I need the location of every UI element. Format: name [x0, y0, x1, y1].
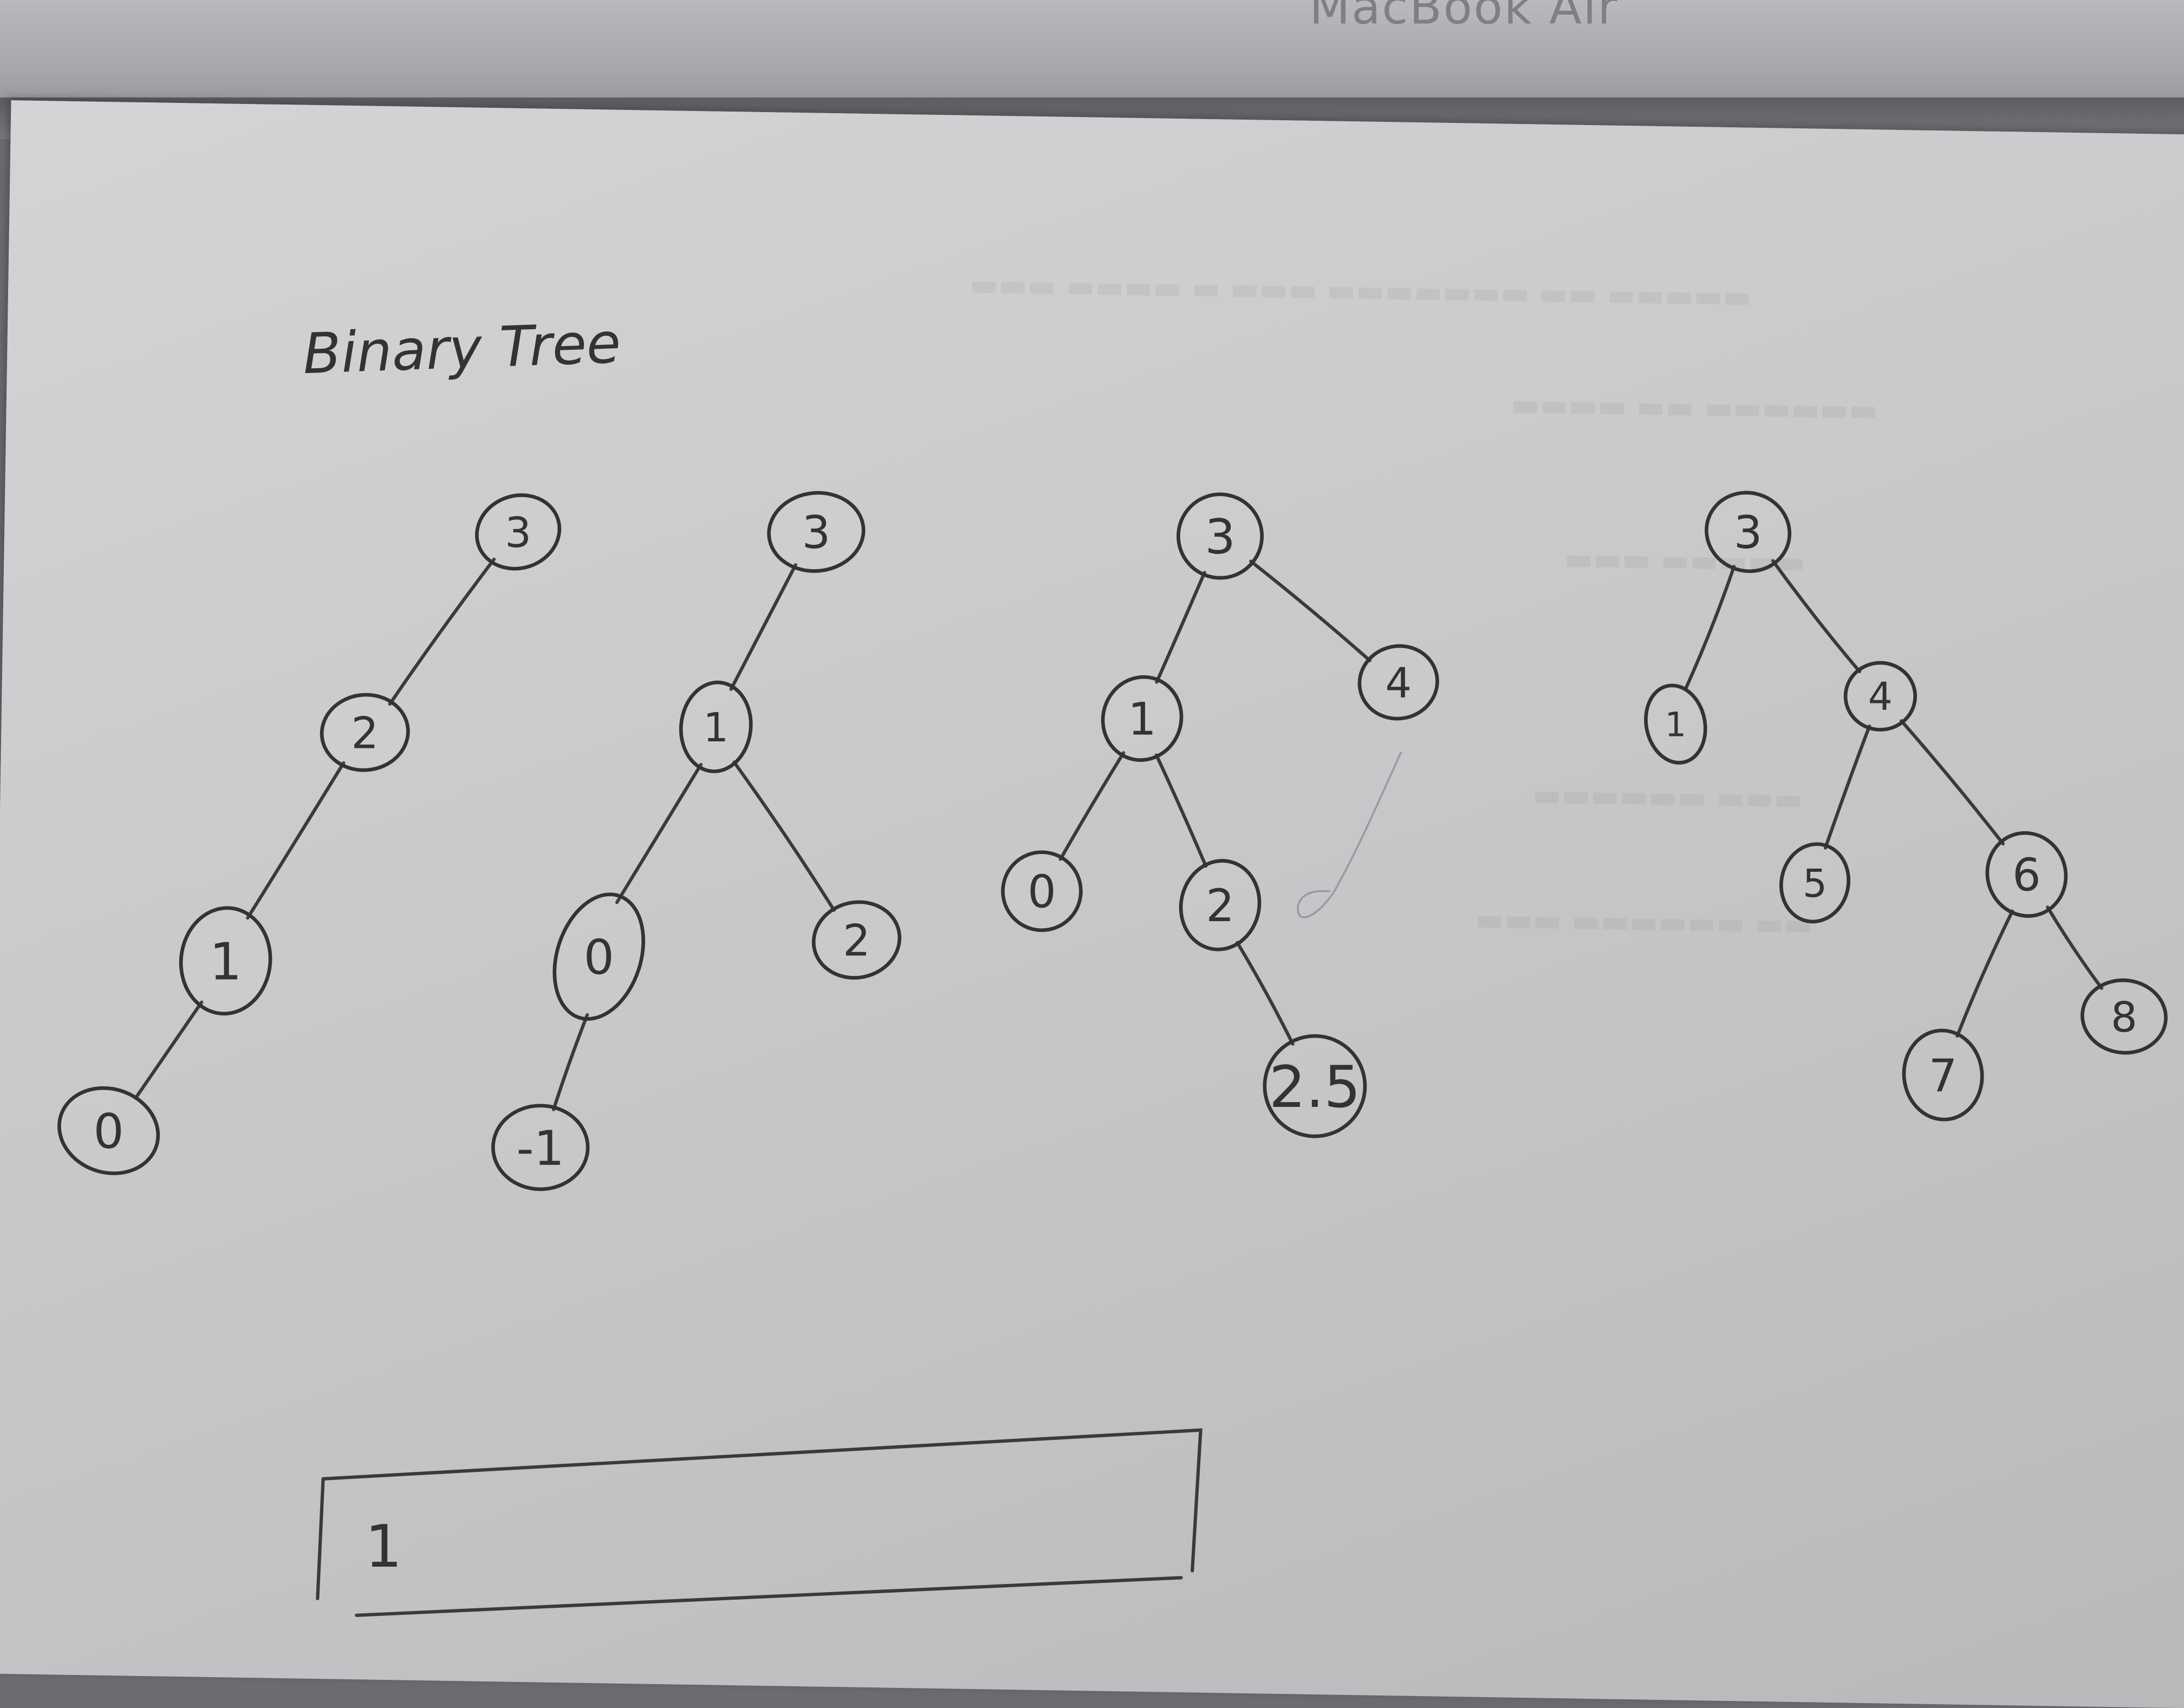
answer-box-bottom	[355, 1576, 1183, 1617]
tree-node-t3-4: 4	[1357, 644, 1439, 721]
node-circle-t4-8	[2081, 978, 2168, 1055]
edge-t1-2-to-t1-1	[246, 761, 346, 920]
node-label-t2-3: 3	[802, 506, 831, 559]
tree-node-t3-2: 2	[1179, 859, 1262, 951]
tree-node-t2-3: 3	[767, 491, 866, 573]
node-label-t4-3: 3	[1734, 506, 1763, 559]
edge-t4-4-to-t4-5	[1823, 724, 1871, 850]
node-circle-t4-5	[1779, 842, 1851, 924]
tree-node-t3-0: 0	[1001, 850, 1083, 933]
node-label-t1-2: 2	[351, 708, 379, 758]
node-label-t4-1: 1	[1665, 705, 1687, 744]
edge-t4-3-to-t4-1	[1683, 565, 1736, 692]
node-circle-t4-3	[1705, 491, 1792, 573]
node-circle-t1-1	[179, 906, 272, 1016]
node-circle-t2-2	[811, 900, 902, 980]
node-circle-t3-25	[1263, 1034, 1367, 1138]
node-circle-t4-4	[1843, 661, 1917, 732]
node-circle-t4-6	[1985, 831, 2068, 918]
node-label-t1-0: 0	[93, 1104, 123, 1159]
node-label-t4-5: 5	[1803, 861, 1827, 906]
tree-node-t1-1: 1	[179, 906, 272, 1016]
node-circle-t3-3	[1176, 492, 1264, 580]
laptop-label: MacBook Air	[1309, 0, 1618, 36]
tree-node-t2-1: 1	[679, 680, 753, 773]
edge-t3-3-to-t3-1	[1155, 571, 1206, 684]
answer-box-top	[321, 1428, 1202, 1573]
edge-t3-3-to-t3-4	[1249, 559, 1372, 662]
edge-t4-4-to-t4-6	[1900, 719, 2005, 846]
nodes-layer: 3 2 1 0 3 1 0 2 -1 3 1 4 0 2 2.5 3 1 4 5 6 7 8	[57, 491, 2168, 1191]
node-circle-t3-2	[1179, 859, 1262, 951]
answer-box-text: 1	[365, 1513, 402, 1581]
node-label-t4-7: 7	[1929, 1049, 1958, 1102]
tree-node-t1-2: 2	[320, 693, 410, 772]
tree-node-t3-25: 2.5	[1263, 1034, 1367, 1138]
node-label-t1-1: 1	[209, 932, 242, 992]
node-circle-t4-1	[1644, 683, 1707, 765]
tree-node-t4-8: 8	[2081, 978, 2168, 1055]
edge-t3-1-to-t3-2	[1154, 753, 1208, 868]
node-label-t3-25: 2.5	[1269, 1054, 1361, 1121]
tree-node-t4-4: 4	[1843, 661, 1917, 732]
edge-t3-2-to-t3-25	[1236, 941, 1295, 1046]
tree-node-t4-3: 3	[1705, 491, 1792, 573]
edge-t4-6-to-t4-7	[1955, 909, 2014, 1038]
edge-t2-1-to-t2-0	[615, 762, 703, 904]
node-label-t2-0: 0	[583, 929, 614, 985]
edge-t2-3-to-t2-1	[729, 563, 797, 691]
tree-node-t3-1: 1	[1101, 675, 1184, 762]
node-circle-t2-m1	[491, 1104, 590, 1191]
answer-box-left	[316, 1477, 325, 1601]
node-label-t4-8: 8	[2111, 994, 2137, 1042]
tree-node-t4-7: 7	[1902, 1028, 1984, 1122]
node-circle-t2-1	[679, 680, 753, 773]
node-circle-t1-0	[57, 1086, 160, 1176]
edge-t4-3-to-t4-4	[1771, 559, 1862, 674]
edge-t2-1-to-t2-2	[732, 760, 836, 912]
tree-node-t4-5: 5	[1779, 842, 1851, 924]
node-label-t3-2: 2	[1206, 879, 1234, 932]
erased-stroke	[1297, 751, 1402, 918]
edge-t2-0-to-t2-m1	[551, 1013, 589, 1111]
node-label-t2-m1: -1	[516, 1120, 564, 1176]
tree-node-t2-2: 2	[811, 900, 902, 980]
drawing-canvas: Binary Tree 3 2 1 0 3 1 0 2 -1 3 1 4 0 2 2.5 3 1 4 5 6 7 8 1	[57, 311, 2168, 1617]
tree-node-t4-6: 6	[1985, 831, 2068, 918]
tree-node-t1-0: 0	[57, 1086, 160, 1176]
node-label-t4-6: 6	[2012, 849, 2041, 902]
node-circle-t3-4	[1357, 644, 1439, 721]
tree-node-t3-3: 3	[1176, 492, 1264, 580]
node-label-t2-1: 1	[703, 705, 729, 751]
node-label-t3-3: 3	[1205, 509, 1235, 565]
node-label-t3-0: 0	[1028, 866, 1056, 918]
node-label-t3-4: 4	[1385, 660, 1412, 708]
edges-layer	[134, 557, 2103, 1111]
node-circle-t3-0	[1001, 850, 1083, 933]
tree-node-t4-1: 1	[1644, 683, 1707, 765]
edge-t1-1-to-t1-0	[134, 1000, 204, 1100]
node-circle-t4-7	[1902, 1028, 1984, 1122]
node-label-t4-4: 4	[1868, 674, 1893, 719]
diagram-title: Binary Tree	[302, 311, 622, 387]
node-circle-t2-0	[552, 892, 646, 1021]
node-label-t2-2: 2	[843, 915, 870, 966]
node-circle-t2-3	[767, 491, 866, 573]
tree-node-t1-3: 3	[474, 493, 562, 571]
edge-t1-3-to-t1-2	[388, 557, 496, 706]
edge-t4-6-to-t4-8	[2046, 905, 2103, 990]
tree-node-t2-m1: -1	[491, 1104, 590, 1191]
node-circle-t3-1	[1101, 675, 1184, 762]
node-circle-t1-2	[320, 693, 410, 772]
node-label-t1-3: 3	[505, 509, 531, 557]
node-label-t3-1: 1	[1128, 693, 1156, 746]
tree-node-t2-0: 0	[552, 892, 646, 1021]
edge-t3-1-to-t3-0	[1058, 751, 1126, 861]
node-circle-t1-3	[474, 493, 562, 571]
